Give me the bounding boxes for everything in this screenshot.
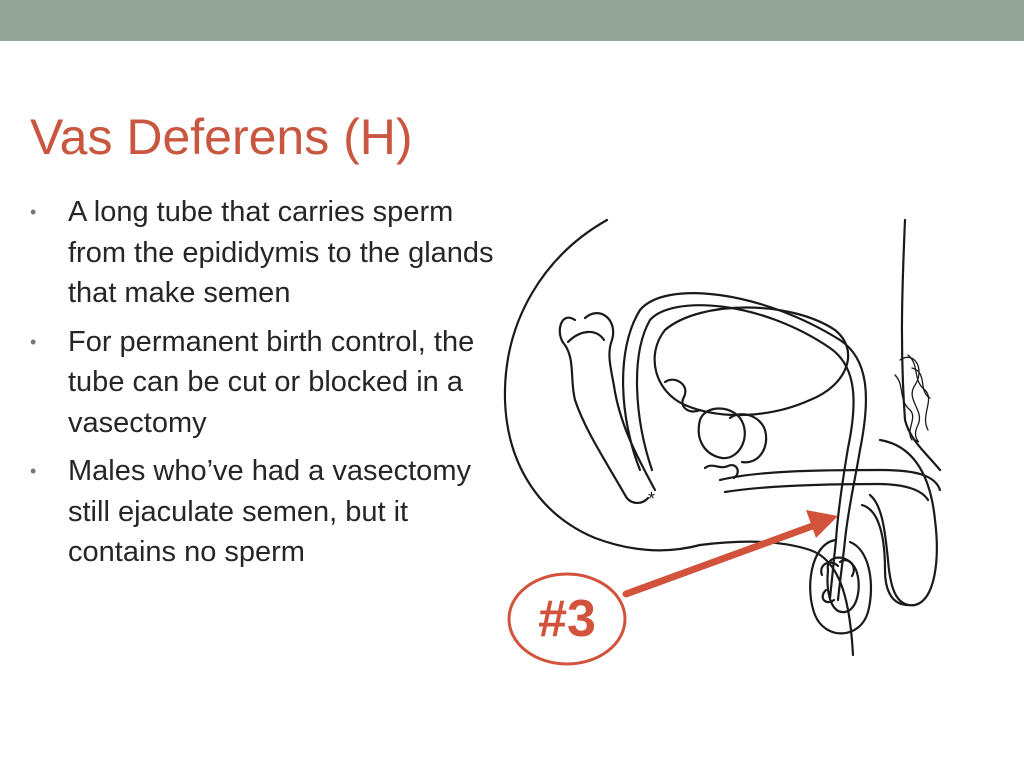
body-outline [503, 218, 702, 552]
pointer-arrowhead [806, 510, 838, 538]
leg-outline [698, 540, 855, 657]
scrotum [809, 538, 873, 635]
seminal-vesicle [663, 378, 702, 413]
bullet-text: Males who’ve had a vasectomy still ejacu… [68, 455, 471, 568]
rectum [558, 316, 650, 504]
bladder [653, 306, 850, 417]
bullet-dot: • [30, 461, 37, 481]
bullet-dot: • [30, 202, 37, 222]
bullet-item: • For permanent birth control, the tube … [30, 322, 500, 444]
bullet-item: • Males who’ve had a vasectomy still eja… [30, 451, 500, 573]
prostate [697, 407, 746, 460]
diagram-asterisk: * [648, 489, 656, 509]
bullet-text: For permanent birth control, the tube ca… [68, 325, 475, 439]
bullet-text: A long tube that carries sperm from the … [68, 196, 494, 309]
pointer-arrow-shaft [622, 520, 822, 598]
pubic-hair [894, 354, 931, 443]
bullet-list: • A long tube that carries sperm from th… [30, 192, 500, 581]
vas-deferens [622, 292, 868, 602]
marker-badge [507, 572, 627, 666]
penis [868, 438, 938, 607]
top-bar [0, 0, 1024, 41]
bullet-dot: • [30, 331, 37, 352]
slide-title: Vas Deferens (H) [30, 109, 413, 165]
bullet-item: • A long tube that carries sperm from th… [30, 192, 500, 314]
marker-label: #3 [538, 590, 596, 648]
testis [826, 556, 860, 614]
front-outline [900, 218, 942, 472]
urethra [718, 468, 942, 492]
male-reproductive-diagram [503, 218, 942, 657]
